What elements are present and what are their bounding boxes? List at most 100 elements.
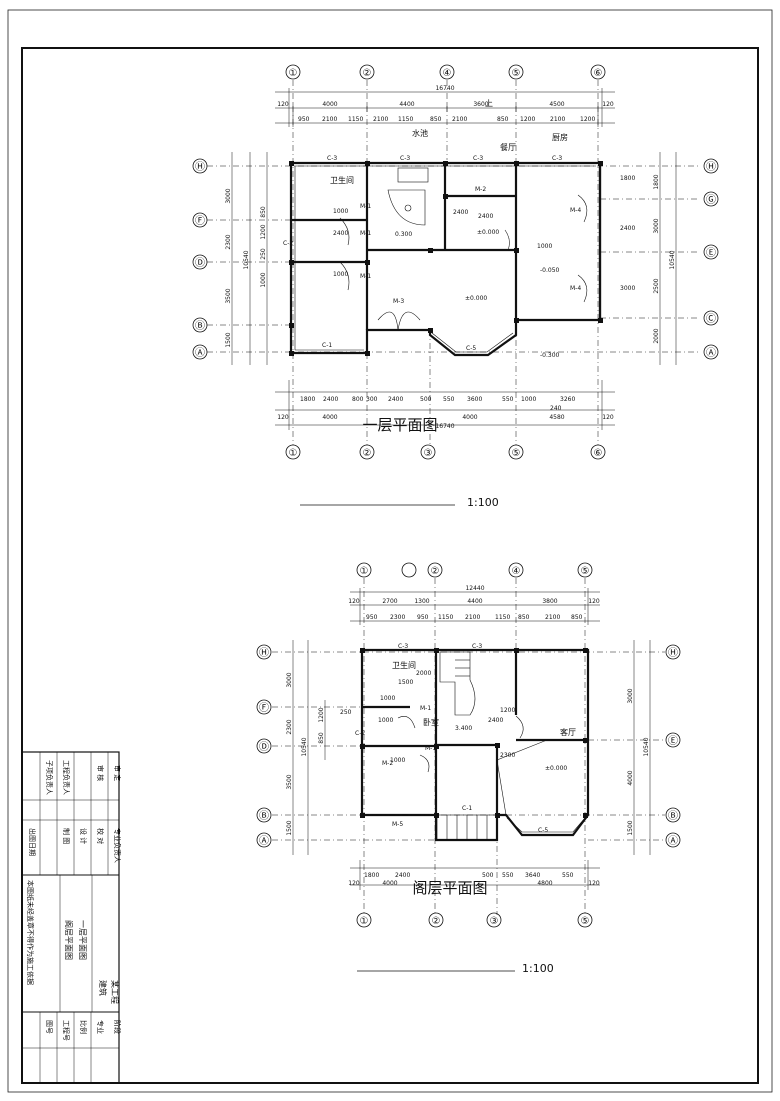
plan2-title: 阁层平面图 [412,879,487,897]
plan2-dim-left-total: 10540 [301,737,308,756]
plan2-room-living: 客厅 [560,727,576,737]
plan1-axis-bottom-1: ① [289,448,298,459]
tb-project-name: 某工程 [110,980,119,1004]
plan1-label-c5: C-5 [466,345,476,352]
tb-scale: 比例 [79,1020,88,1034]
plan1-axis-right-3: Ⓔ [706,247,716,259]
plan2-axis-left-3: Ⓓ [259,741,269,753]
tb-check: 校 对 [96,828,105,844]
plan1-axis-left-1: Ⓗ [195,161,205,173]
plan2-axis-bottom-1: ① [360,916,369,927]
plan2-dim-left-3: 3500 [286,774,293,789]
plan2-label-c5: C-5 [538,827,548,834]
plan1-dim-right-total: 10540 [669,250,676,269]
plan1-misc-7: 2400 [620,225,635,232]
plan2-dim-left-1: 3000 [286,672,293,687]
plan1-misc-2: 2400 [333,230,348,237]
plan1-misc-8: 3000 [620,285,635,292]
tb-design: 设 计 [79,828,88,844]
plan1-misc-1: 1000 [333,208,348,215]
plan1-axis-left-3: Ⓓ [195,257,205,269]
tb-review: 审 核 [96,765,105,781]
plan2-misc-2: 1500 [398,679,413,686]
plan1-dim-right-4: 2000 [653,328,660,343]
plan2-level-1: 3.400 [455,725,472,732]
plan2-axis-right-3: Ⓑ [668,810,678,822]
plan1-axis-bottom-2: ② [363,448,372,459]
plan1-dim-right-1: 1800 [653,174,660,189]
plan2-dim-right-1: 3000 [627,688,634,703]
plan1-axis-bottom-5: ⑥ [594,448,603,459]
plan1-axis-top-1: ① [289,68,298,79]
plan2-label-m1-1: M-1 [420,705,431,712]
plan1-misc-3: 1000 [333,271,348,278]
plan1-dim-left-total: 10540 [243,250,250,269]
plan2-dim-bottom-main-1: 4000 [382,880,397,887]
plan1-dim-left-4: 1500 [225,332,232,347]
plan1-dim-top-main-4: 4500 [549,101,564,108]
plan1-axis-right-5: Ⓐ [706,347,716,359]
inner-frame [21,47,759,1084]
plan2-axis-top-4: ⑤ [581,566,590,577]
plan1-dim-top-detail-1: 950 [298,116,310,123]
tb-note: 本图纸未经盖章不得作为施工依据 [26,880,35,985]
plan2-dim-top-detail-9: 850 [571,614,583,621]
plan2-dim-bottom-detail-1: 1800 [364,872,379,879]
plan1-axis-left-4: Ⓑ [195,320,205,332]
plan1-dim-top-detail-5: 1150 [398,116,413,123]
plan2-axis-left-5: Ⓐ [259,835,269,847]
plan1-axis-left-2: Ⓕ [195,215,205,227]
plan2-axis-bottom-3: ③ [490,916,499,927]
plan2-misc-8: 2400 [488,717,503,724]
plan1-dim-bottom-main-2: 4000 [462,414,477,421]
plan2-dim-bottom-detail-6: 550 [562,872,574,879]
plan1-dim-right-3: 2500 [653,278,660,293]
plan1-label-c3-4: C-3 [552,155,562,162]
plan1-room-sink: 水池 [412,128,428,138]
plan1-dim-bottom-detail-8: 3600 [467,396,482,403]
plan2-room-bath: 卫生间 [392,660,416,670]
plan2-dim-top-main-1: 2700 [382,598,397,605]
plan1-misc-5: 1000 [537,243,552,250]
plan1-dim-bottom-detail-7: 550 [443,396,455,403]
plan1-dim-top-detail-11: 1200 [580,116,595,123]
plan1-label-c3-3: C-3 [473,155,483,162]
plan2-misc-5: 850 [318,732,325,744]
plan2-dim-bottom-detail-3: 500 [482,872,494,879]
plan1-dim-bottom-detail-1: 1800 [300,396,315,403]
plan2-misc-7: 1000 [390,757,405,764]
plan-ground-floor [192,64,719,506]
plan2-edge-bottom-left: 120 [348,880,360,887]
tb-subitem-lead: 子项负责人 [45,760,54,795]
plan2-dim-right-3: 1500 [627,820,634,835]
plan1-axis-bottom-4: ⑤ [512,448,521,459]
plan1-label-m4-2: M-4 [570,285,581,292]
plan1-dim-bottom-main-1: 4000 [322,414,337,421]
title-block [21,751,120,1084]
plan1-dim-top-detail-3: 1150 [348,116,363,123]
plan1-dim-bottom-detail-11: 3260 [560,396,575,403]
plan1-axis-right-4: Ⓒ [706,313,716,325]
plan2-label-m5: M-5 [392,821,403,828]
plan2-misc-1: 2000 [416,670,431,677]
tb-project-type: 建筑 [98,980,108,996]
title-block-text: 审 定 审 核 工程负责人 子项负责人 专业负责人 校 对 设 计 制 图 出图… [26,760,122,1041]
tb-drawing-title-1: 一层平面图 [78,920,87,960]
plan1-dim-bottom-total: 16740 [435,423,454,430]
plan2-dim-top-detail-6: 1150 [495,614,510,621]
plan1-label-m2: M-2 [475,186,486,193]
plan1-dim-bottom-detail-9: 550 [502,396,514,403]
plan2-dim-right-2: 4000 [627,770,634,785]
plan1-axis-top-5: ⑥ [594,68,603,79]
plan1-label-m1-3: M-1 [360,273,371,280]
plan2-label-c1: C-1 [462,805,472,812]
plan2-dim-top-detail-5: 2100 [465,614,480,621]
plan1-dim-bottom-detail-2: 2400 [323,396,338,403]
plan2-edge-right: 120 [588,598,600,605]
plan1-label-c2: C-2 [283,240,293,247]
plan2-dim-top-detail-2: 2300 [390,614,405,621]
plan1-edge-right: 120 [602,101,614,108]
plan2-misc-3: 1000 [378,717,393,724]
plan1-dim-left-detail-4: 1000 [260,272,267,287]
plan1-dim-top-main-3: 3600 [473,101,488,108]
